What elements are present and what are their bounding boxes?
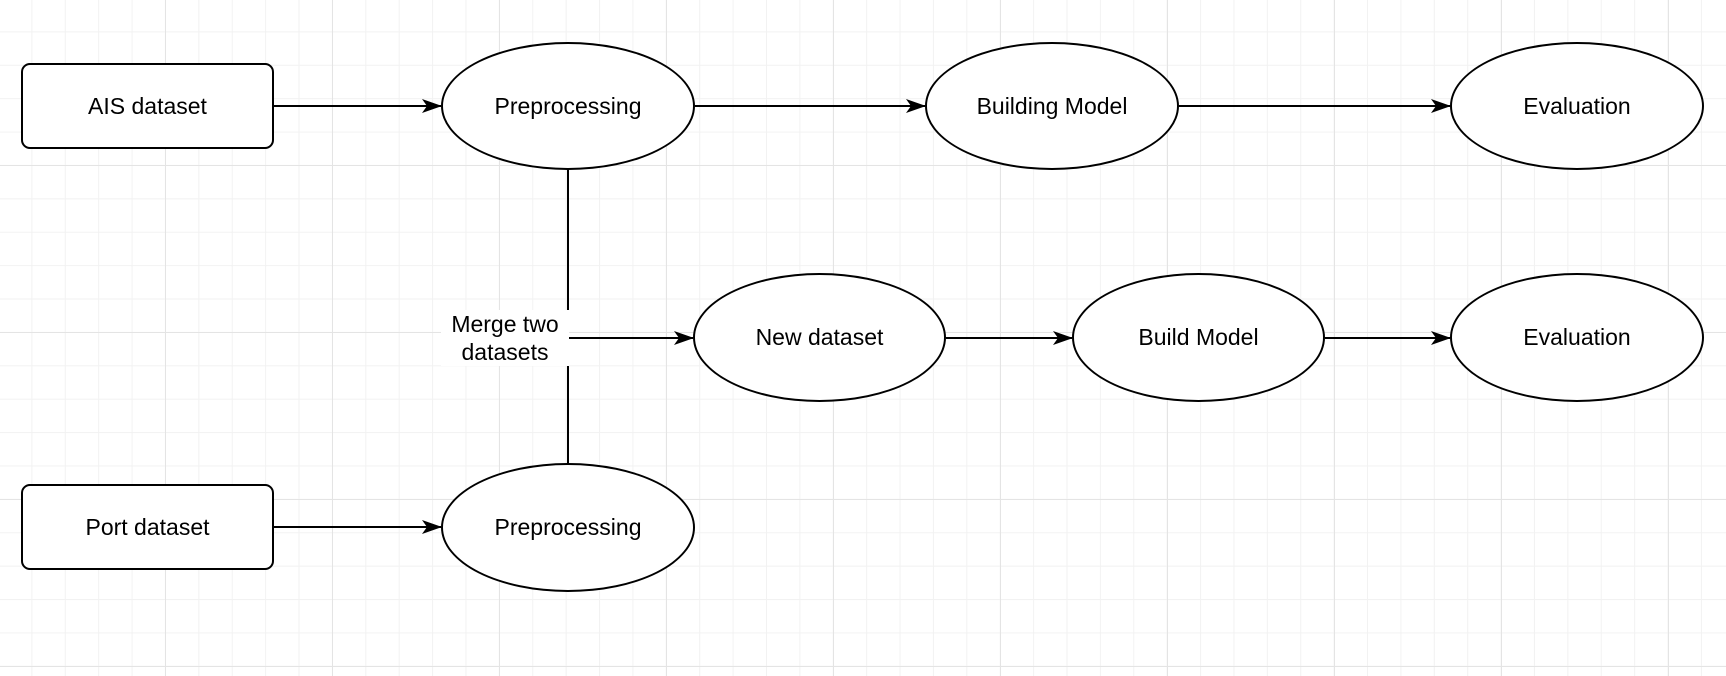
node-preprocessing-top[interactable]: Preprocessing: [441, 42, 695, 170]
node-preprocessing-top-label: Preprocessing: [494, 92, 642, 119]
node-evaluation-top[interactable]: Evaluation: [1450, 42, 1704, 170]
node-evaluation-bottom[interactable]: Evaluation: [1450, 273, 1704, 402]
merge-two-datasets-label: Merge two datasets: [441, 310, 569, 366]
node-new-dataset-label: New dataset: [755, 324, 884, 350]
node-build-model-label: Build Model: [1138, 324, 1259, 350]
node-preprocessing-bottom-label: Preprocessing: [494, 514, 642, 540]
node-build-model[interactable]: Build Model: [1072, 273, 1325, 402]
node-ais-dataset-label: AIS dataset: [88, 92, 207, 119]
node-building-model[interactable]: Building Model: [925, 42, 1179, 170]
node-evaluation-top-label: Evaluation: [1523, 92, 1631, 119]
node-preprocessing-bottom[interactable]: Preprocessing: [441, 463, 695, 592]
node-building-model-label: Building Model: [976, 92, 1128, 119]
node-port-dataset[interactable]: Port dataset: [21, 484, 274, 570]
merge-label-line-2: datasets: [461, 339, 549, 365]
merge-label-line-1: Merge two: [451, 311, 559, 337]
node-evaluation-bottom-label: Evaluation: [1523, 324, 1631, 350]
node-port-dataset-label: Port dataset: [85, 513, 210, 540]
node-ais-dataset[interactable]: AIS dataset: [21, 63, 274, 149]
node-new-dataset[interactable]: New dataset: [693, 273, 946, 402]
